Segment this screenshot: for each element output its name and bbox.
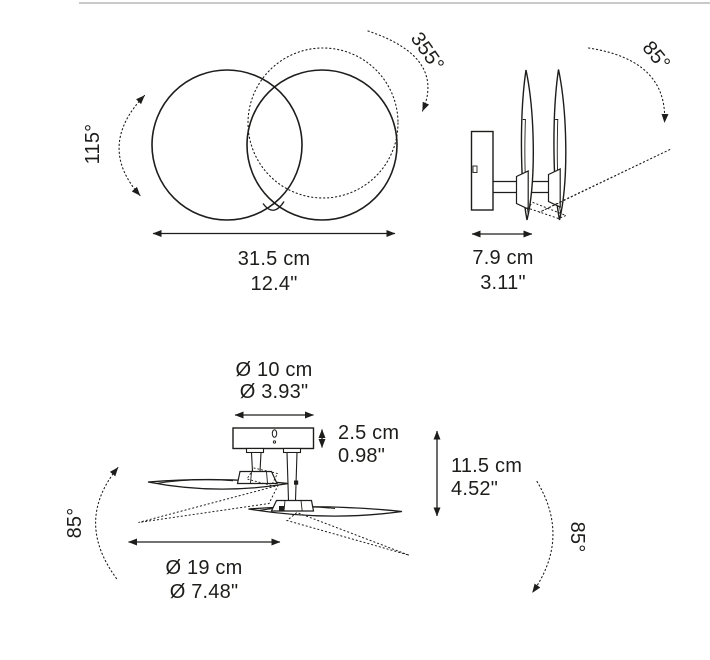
wall-plate-slot — [472, 165, 478, 173]
blade-left-hub — [236, 470, 278, 485]
disc-rotated-dotted — [247, 47, 399, 199]
disc-diameter-in-label: Ø 7.48" — [169, 581, 239, 603]
blade-left-hub-lines — [250, 471, 268, 484]
disc-hub-2 — [547, 168, 561, 208]
side-depth-in-label: 3.11" — [480, 272, 526, 294]
canopy-height-cm-label: 2.5 cm — [338, 422, 400, 444]
arc-85-bottom-left — [95, 466, 119, 580]
stem-right-screw — [294, 480, 299, 485]
canopy-screw — [272, 440, 277, 444]
disc-left-outline — [151, 69, 303, 221]
disc-diameter-cm-label: Ø 19 cm — [165, 557, 243, 579]
arc-85-side — [587, 47, 669, 124]
front-tilt-angle-label: 115° — [82, 123, 104, 165]
arc-355 — [367, 30, 430, 112]
total-height-in-label: 4.52" — [451, 478, 499, 500]
ceiling-canopy — [232, 427, 315, 450]
front-width-cm-label: 31.5 cm — [237, 248, 311, 270]
total-height-cm-label: 11.5 cm — [451, 455, 523, 477]
side-view-drawing — [470, 47, 672, 238]
disc-right-outline — [246, 69, 398, 221]
canopy-height-in-label: 0.98" — [338, 445, 386, 467]
arc-115 — [118, 94, 146, 197]
tilted-blade-right-dotted — [285, 511, 409, 556]
arc-85-bottom-right — [531, 480, 554, 594]
ceiling-tilt-right-label: 85° — [566, 521, 588, 553]
tilted-disc-dotted-small — [526, 201, 568, 220]
stem-left-flange — [245, 447, 265, 454]
canopy-diameter-in-label: Ø 3.93" — [239, 381, 309, 403]
side-depth-cm-label: 7.9 cm — [472, 247, 534, 269]
top-divider-rule — [79, 2, 710, 4]
wall-plate — [470, 130, 494, 211]
canopy-keyhole — [271, 429, 278, 438]
ceiling-view-drawing — [95, 411, 554, 594]
canopy-diameter-cm-label: Ø 10 cm — [235, 359, 313, 381]
tilted-disc-dotted-large — [538, 148, 672, 213]
stem-right — [286, 451, 298, 502]
stem-right-flange — [282, 447, 302, 454]
tilted-blade-left-dotted — [138, 484, 279, 523]
blade-right-hub-lines — [283, 500, 303, 512]
front-view-drawing — [118, 30, 430, 237]
pivot-arc — [262, 201, 285, 211]
blade-left-rim — [155, 479, 234, 484]
blade-right-hub-screw — [279, 506, 284, 511]
blade-left-hub-dotted — [246, 467, 279, 487]
ceiling-tilt-left-label: 85° — [64, 507, 86, 539]
front-width-in-label: 12.4" — [250, 273, 298, 295]
blade-right-hub — [270, 499, 315, 512]
disc-hub-1 — [515, 170, 529, 210]
stem-left — [250, 451, 262, 473]
